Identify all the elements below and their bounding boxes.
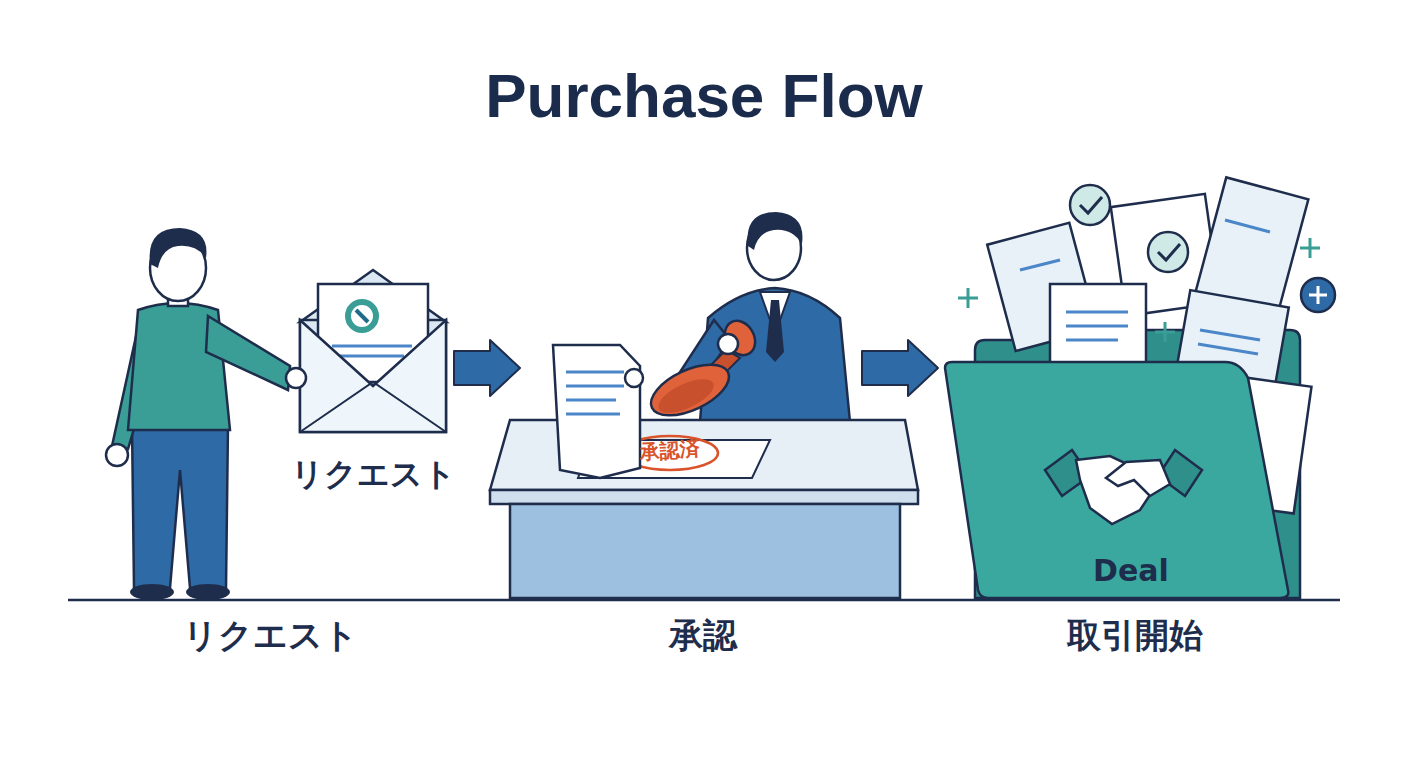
- plus-badge: [1301, 278, 1335, 312]
- person-shoe: [186, 584, 230, 600]
- stamp-base: [643, 354, 736, 426]
- flow-arrow: [454, 340, 520, 396]
- stamp-face: [654, 372, 719, 419]
- stage-node: Deal: [938, 180, 1324, 600]
- approver-hand: [718, 334, 738, 354]
- stage-node: 承認済: [520, 300, 862, 490]
- node-text: 承認済: [619, 436, 720, 464]
- person-hand: [286, 368, 306, 388]
- person-shoe: [130, 584, 174, 600]
- check-badge: [1070, 185, 1110, 225]
- letter-icon: [348, 302, 376, 330]
- paper-line: [566, 385, 624, 388]
- person-hand: [106, 444, 128, 466]
- envelope-pocket: [300, 320, 446, 432]
- person-arm: [206, 316, 290, 390]
- paper-line: [566, 413, 620, 416]
- check-mark: [1080, 197, 1102, 213]
- stage-node: リクエスト: [292, 262, 454, 498]
- document-line: [1066, 325, 1128, 328]
- approver-suit: [700, 288, 850, 422]
- node-text: Deal: [1071, 554, 1191, 589]
- document-line: [1200, 330, 1260, 340]
- person-hair: [150, 228, 207, 268]
- document-line: [1066, 339, 1118, 342]
- plus-sign: [1155, 322, 1175, 342]
- folder-front: [945, 362, 1288, 598]
- plus-sign: [1300, 238, 1320, 258]
- approver-hand: [625, 369, 643, 387]
- node-text: リクエスト: [278, 456, 468, 493]
- envelope-fold: [300, 382, 446, 432]
- document-line: [1066, 311, 1128, 314]
- desk-body: [510, 504, 900, 598]
- desk-edge: [490, 490, 918, 504]
- handshake-hand: [1106, 460, 1170, 496]
- letter-icon: [356, 310, 368, 322]
- approver-tie: [766, 300, 784, 362]
- stage-caption: 承認: [553, 616, 853, 655]
- flow-arrow: [862, 340, 938, 396]
- plus-sign: [1309, 286, 1327, 304]
- desk-top: [490, 420, 918, 490]
- paper-line: [566, 399, 616, 402]
- approver-hair: [748, 212, 803, 250]
- document-line: [1198, 344, 1258, 354]
- person-pants: [132, 425, 228, 588]
- document-line: [1225, 220, 1270, 232]
- plus-sign: [958, 288, 978, 308]
- check-mark: [1158, 244, 1180, 260]
- request-paper: [553, 345, 640, 478]
- diagram-title: Purchase Flow: [354, 60, 1054, 131]
- stage-caption: リクエスト: [120, 616, 420, 655]
- letter-line: [332, 345, 412, 348]
- document-line: [1020, 260, 1060, 270]
- check-badge: [1148, 232, 1188, 272]
- stage-caption: 取引開始: [985, 616, 1285, 655]
- paper-line: [566, 371, 624, 374]
- stamp-handle: [719, 315, 761, 360]
